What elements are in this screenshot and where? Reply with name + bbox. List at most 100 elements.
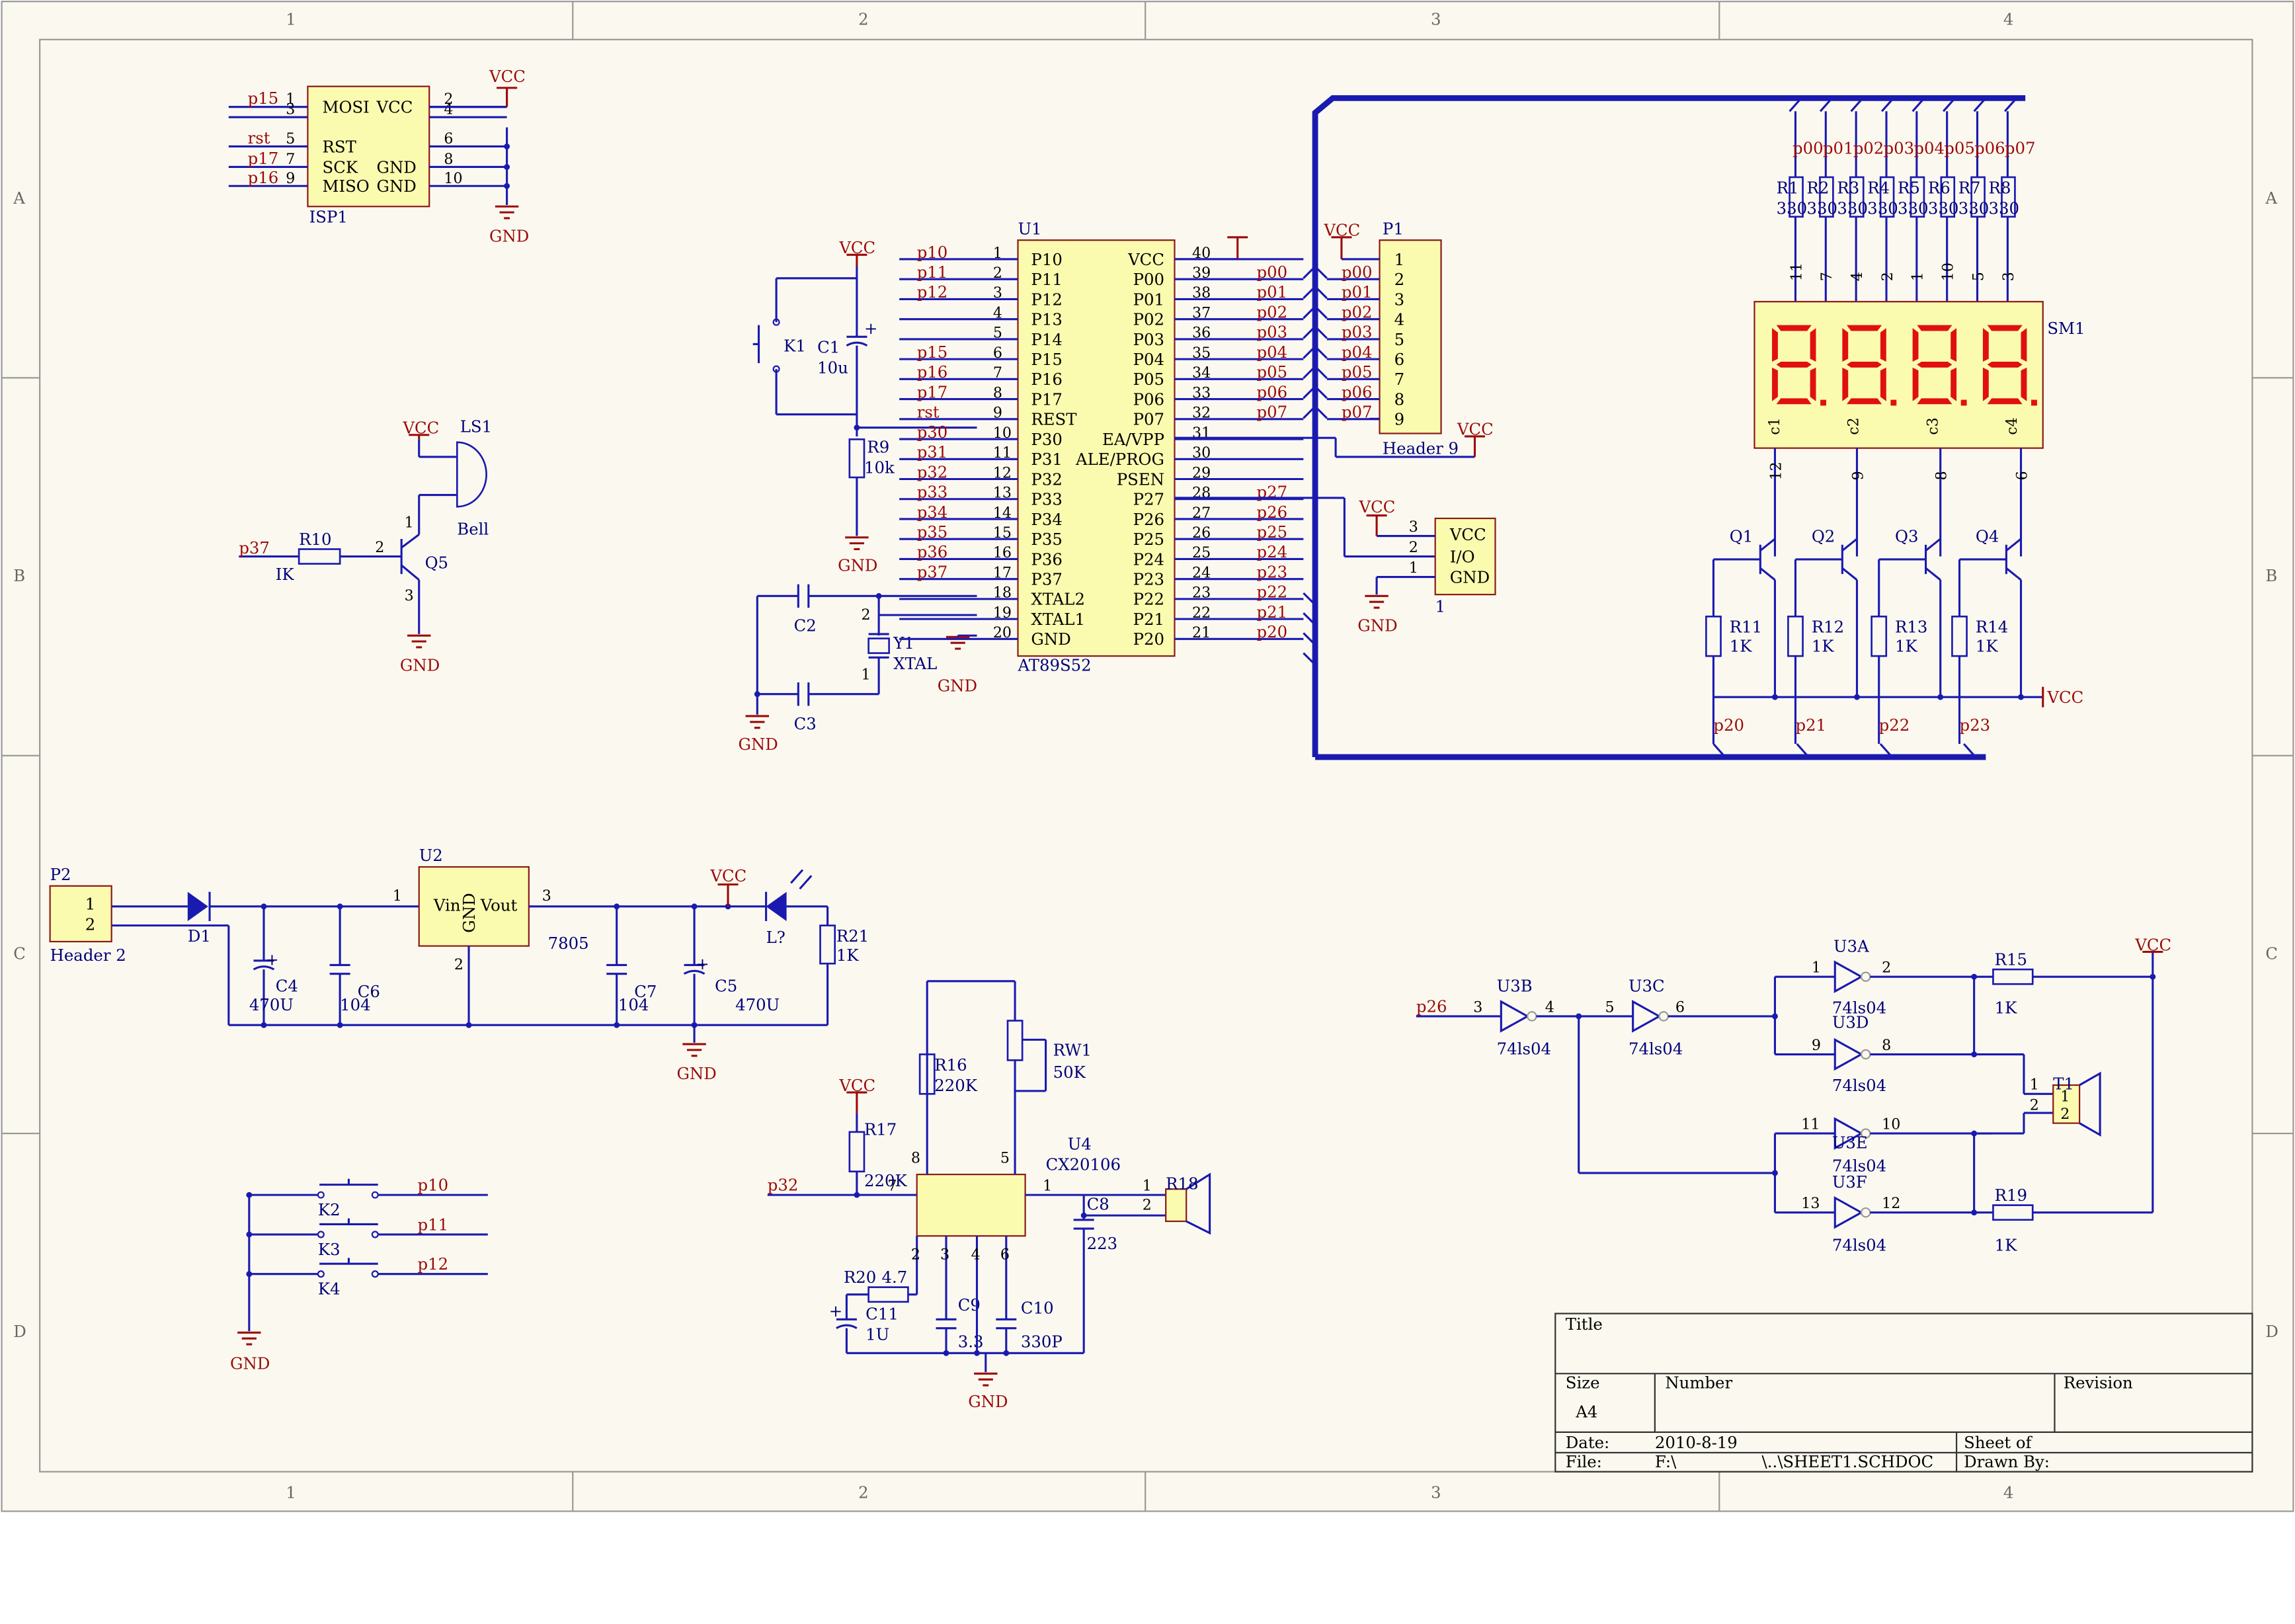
resistor-value: 330 bbox=[1777, 198, 1808, 218]
pin-name: P32 bbox=[1031, 469, 1062, 489]
pin-number: 3 bbox=[1473, 998, 1482, 1016]
net-label: p17 bbox=[248, 149, 279, 168]
capacitor-ref: C10 bbox=[1021, 1299, 1054, 1318]
ir-part: CX20106 bbox=[1046, 1155, 1121, 1174]
segment bbox=[1987, 362, 2023, 368]
receiver-ref: R18 bbox=[1166, 1174, 1198, 1193]
vcc-label: VCC bbox=[402, 419, 439, 438]
bus-entry bbox=[2003, 97, 2018, 112]
pin-name: VCC bbox=[1449, 525, 1486, 544]
resistor-value: 1K bbox=[1895, 637, 1917, 656]
gnd-label: GND bbox=[838, 556, 877, 575]
resistor-ref: R13 bbox=[1895, 618, 1927, 637]
capacitor-ref: C3 bbox=[794, 714, 817, 733]
net-label: p01 bbox=[1823, 139, 1854, 158]
pin-number: 7 bbox=[993, 364, 1002, 382]
gnd-label: GND bbox=[400, 655, 440, 674]
resistor-value: 330 bbox=[1928, 198, 1959, 218]
net-label: p35 bbox=[917, 522, 948, 542]
pin-name: P35 bbox=[1031, 530, 1062, 549]
pin-name: MISO bbox=[323, 177, 370, 196]
transistor-collector bbox=[1841, 538, 1858, 551]
pin-number: 4 bbox=[1394, 310, 1404, 329]
segment bbox=[1987, 325, 2023, 331]
pin-name: EA/VPP bbox=[1102, 430, 1164, 449]
net-label: p15 bbox=[917, 343, 948, 362]
button-ref: K3 bbox=[318, 1240, 341, 1259]
col-label: 1 bbox=[286, 1483, 296, 1502]
pin-name: P13 bbox=[1031, 310, 1062, 329]
net-label: p22 bbox=[1879, 715, 1910, 735]
pin-number: 11 bbox=[1788, 263, 1805, 281]
gnd-label: GND bbox=[968, 1392, 1008, 1411]
segment bbox=[1912, 367, 1919, 401]
bus-entry bbox=[1712, 743, 1726, 758]
connector-ref: P2 bbox=[50, 865, 71, 884]
pin-number: 28 bbox=[1192, 485, 1211, 502]
date-value: 2010-8-19 bbox=[1655, 1433, 1738, 1452]
gate-ref: U3F bbox=[1832, 1172, 1867, 1192]
gnd-label: GND bbox=[1357, 616, 1397, 635]
segment bbox=[1810, 328, 1816, 362]
pin-number: 2 bbox=[1409, 539, 1418, 556]
pin-name: P14 bbox=[1031, 330, 1062, 349]
row-label: D bbox=[13, 1322, 26, 1341]
capacitor-value: 3.3 bbox=[958, 1332, 984, 1351]
resistor-value: 330 bbox=[1898, 198, 1929, 218]
pin-number: 11 bbox=[1801, 1116, 1820, 1133]
pin-number: 27 bbox=[1192, 505, 1211, 522]
net-label: p20 bbox=[1713, 715, 1744, 735]
mcu-ref: U1 bbox=[1018, 219, 1042, 238]
net-label: p00 bbox=[1256, 263, 1287, 282]
resistor-ref: R15 bbox=[1995, 950, 2027, 969]
pin-number: 9 bbox=[993, 405, 1002, 422]
segment bbox=[1880, 367, 1886, 401]
data-bus bbox=[1303, 95, 2026, 760]
column-dividers bbox=[1, 1, 2294, 1512]
revision-label: Revision bbox=[2064, 1373, 2133, 1392]
resistor-value: 220K bbox=[864, 1171, 907, 1190]
net-label: p37 bbox=[239, 538, 270, 557]
file-value: F:\ bbox=[1655, 1452, 1677, 1471]
pin-number: 2 bbox=[1879, 272, 1896, 281]
net-label: p24 bbox=[1256, 542, 1287, 561]
pin-name: P17 bbox=[1031, 389, 1062, 409]
gate-ref: U3E bbox=[1832, 1133, 1868, 1152]
switch-contact bbox=[317, 1191, 325, 1199]
resistor-ref: R16 bbox=[934, 1055, 967, 1075]
segment bbox=[2021, 328, 2027, 362]
segment bbox=[1917, 325, 1953, 331]
pin-number: 2 bbox=[375, 539, 384, 556]
pin-number: 5 bbox=[1605, 998, 1615, 1016]
column-labels-top: 1 2 3 4 bbox=[286, 10, 2013, 29]
header9-ref: P1 bbox=[1383, 219, 1404, 238]
net-label: p15 bbox=[248, 89, 279, 108]
pin-number: 3 bbox=[1409, 518, 1418, 536]
digit-label: c4 bbox=[2003, 417, 2021, 434]
bus-entry bbox=[1973, 97, 1987, 112]
pin-number: 1 bbox=[993, 245, 1002, 262]
diode-ref: D1 bbox=[188, 926, 211, 946]
gate-ref: U3C bbox=[1629, 976, 1665, 995]
pin-name: VCC bbox=[1127, 250, 1164, 269]
pin-number: 23 bbox=[1192, 585, 1211, 602]
net-label: p37 bbox=[917, 562, 948, 581]
segment bbox=[1917, 362, 1953, 368]
date-label: Date: bbox=[1566, 1433, 1609, 1452]
pin-number: 3 bbox=[940, 1246, 949, 1264]
inverter-oscillator: p26 U3B 74ls04 3 4 U3C 74ls04 5 6 U3A 74… bbox=[1416, 935, 2171, 1254]
capacitor-ref: C7 bbox=[634, 982, 657, 1001]
resistor-ref: R17 bbox=[864, 1119, 897, 1139]
net-label: p11 bbox=[418, 1215, 449, 1234]
transistor-collector bbox=[1925, 538, 1941, 551]
pin-name: P10 bbox=[1031, 250, 1062, 269]
bus-entry bbox=[1303, 366, 1316, 380]
regulator-ref: U2 bbox=[419, 846, 443, 865]
bus-entry bbox=[1879, 743, 1893, 758]
segment bbox=[1842, 367, 1849, 401]
resistor-value: 1K bbox=[1976, 637, 1998, 656]
resistor-ref: R6 bbox=[1928, 178, 1951, 197]
col-label: 2 bbox=[858, 10, 868, 29]
segment bbox=[1987, 398, 2023, 405]
